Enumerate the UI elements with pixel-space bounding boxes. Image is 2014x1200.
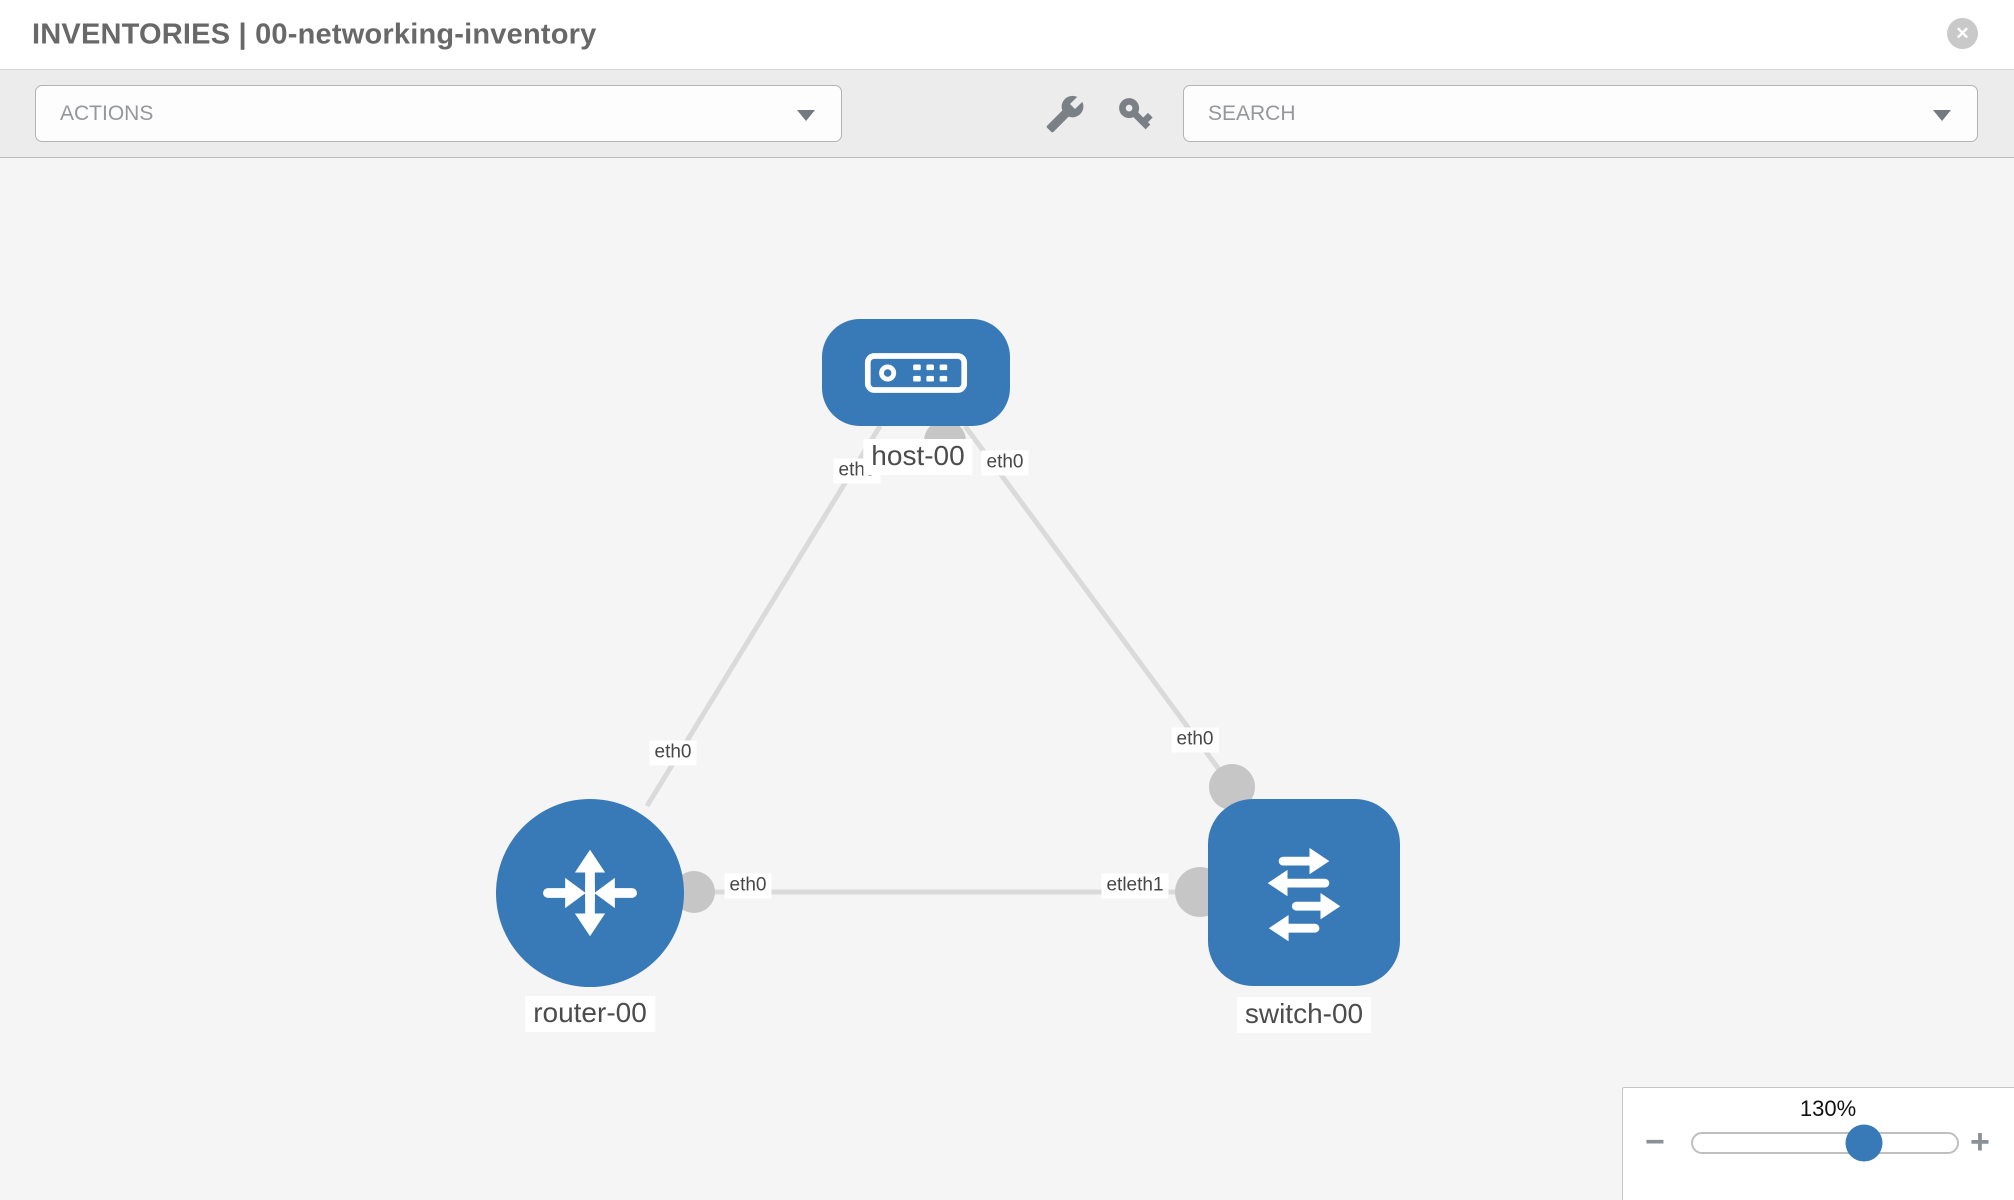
interface-label: eth0 xyxy=(649,740,697,766)
node-switch-00[interactable] xyxy=(1208,799,1400,986)
zoom-out-button[interactable]: − xyxy=(1645,1123,1665,1161)
host-icon xyxy=(864,352,968,393)
zoom-level-value: 130% xyxy=(1799,1096,1857,1121)
router-icon xyxy=(543,849,637,937)
zoom-control-panel: 130% − + xyxy=(1622,1087,2014,1200)
zoom-slider-track[interactable] xyxy=(1691,1124,1959,1162)
node-label-switch-00: switch-00 xyxy=(1236,997,1372,1033)
node-host-00[interactable] xyxy=(822,319,1010,426)
actions-dropdown[interactable]: ACTIONS xyxy=(35,85,842,142)
interface-label: eth0 xyxy=(724,873,772,899)
interface-label: eth0 xyxy=(1171,727,1219,753)
close-icon[interactable]: ✕ xyxy=(1947,18,1978,49)
topology-edges-layer xyxy=(644,420,1255,917)
page-header: INVENTORIES | 00-networking-inventory ✕ xyxy=(0,0,2014,70)
wrench-icon[interactable] xyxy=(1045,94,1085,134)
chevron-down-icon xyxy=(1933,109,1951,121)
search-dropdown[interactable]: SEARCH xyxy=(1183,85,1978,142)
page-title: INVENTORIES | 00-networking-inventory xyxy=(32,18,597,50)
node-router-00[interactable] xyxy=(496,799,684,987)
zoom-in-button[interactable]: + xyxy=(1970,1123,1990,1161)
chevron-down-icon xyxy=(797,109,815,121)
switch-icon xyxy=(1267,847,1341,941)
toolbar: ACTIONS SEARCH xyxy=(0,70,2014,158)
actions-dropdown-label: ACTIONS xyxy=(60,101,154,125)
node-label-router-00: router-00 xyxy=(525,996,655,1032)
node-label-host-00: host-00 xyxy=(863,439,973,475)
interface-label: etleth1 xyxy=(1101,873,1169,899)
zoom-slider-thumb[interactable] xyxy=(1845,1124,1883,1162)
search-dropdown-label: SEARCH xyxy=(1208,101,1296,125)
key-icon[interactable] xyxy=(1115,94,1155,134)
link-host-00-switch-00[interactable] xyxy=(962,424,1235,789)
interface-port xyxy=(1209,764,1255,810)
interface-label: eth0 xyxy=(981,450,1029,476)
